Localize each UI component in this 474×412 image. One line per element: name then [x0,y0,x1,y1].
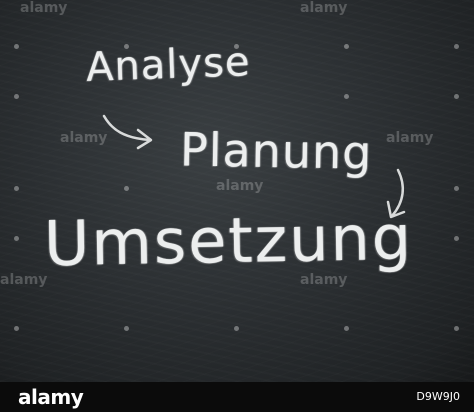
watermark-dot [454,236,459,241]
watermark-dot [124,44,129,49]
watermark-dot [344,94,349,99]
watermark-dot [454,326,459,331]
chalk-word-umsetzung: Umsetzung [43,200,414,281]
watermark-dot [344,326,349,331]
image-id: D9W9J0 [416,390,460,403]
watermark-text: alamy [20,0,68,16]
watermark-dot [124,326,129,331]
chalk-word-analyse: Analyse [85,39,252,91]
watermark-text: alamy [300,0,348,16]
watermark-dot [454,44,459,49]
watermark-dot [14,44,19,49]
watermark-dot [344,44,349,49]
brand-logo: alamy [18,385,84,409]
footer-bar: alamy D9W9J0 [0,382,474,412]
watermark-dot [14,236,19,241]
arrowhead-icon [386,200,406,219]
watermark-dot [454,94,459,99]
curved-arrow-icon [390,168,405,218]
watermark-dot [14,186,19,191]
chalkboard: alamy alamy alamy alamy alamy alamy alam… [0,0,474,382]
watermark-dot [454,186,459,191]
watermark-dot [124,186,129,191]
watermark-text: alamy [60,130,108,146]
watermark-text: alamy [216,178,264,194]
chalk-arrows [102,114,406,219]
watermark-dot [234,326,239,331]
chalk-word-planung: Planung [179,122,373,180]
watermark-text: alamy [0,272,48,288]
watermark-dot [14,94,19,99]
watermark-dot [234,44,239,49]
arrowhead-icon [136,128,153,150]
watermark-text: alamy [300,272,348,288]
watermark-dot [14,326,19,331]
watermark-text: alamy [386,130,434,146]
curved-arrow-icon [102,114,152,142]
